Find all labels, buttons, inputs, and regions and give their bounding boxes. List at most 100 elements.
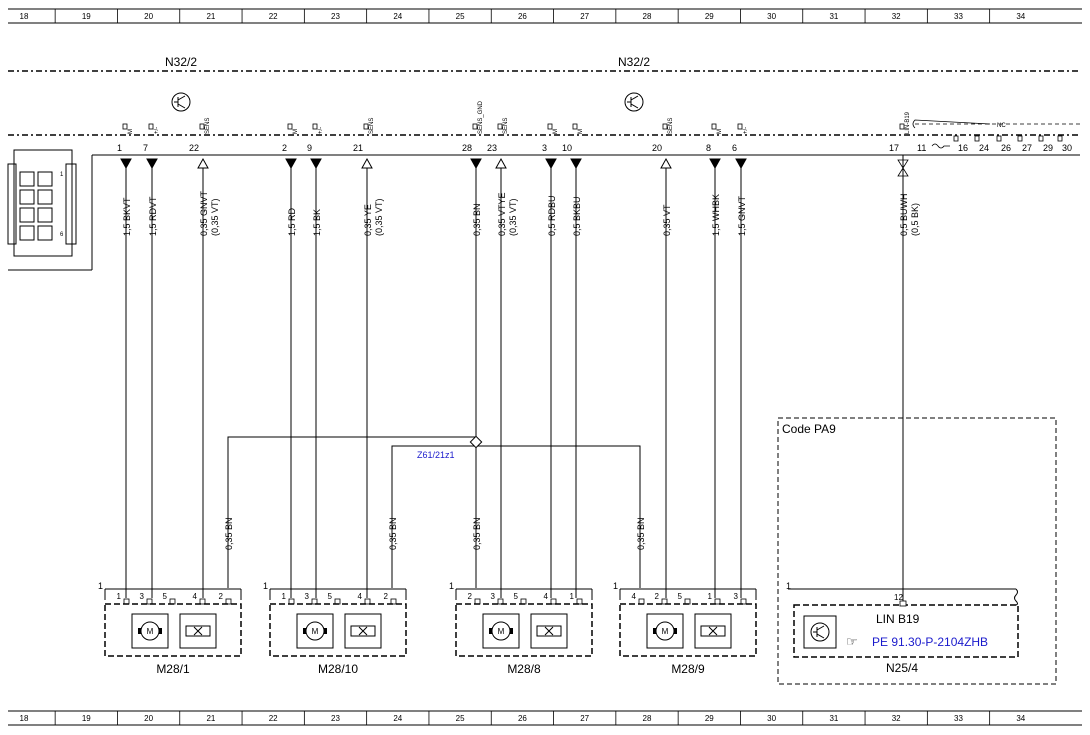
module-label-left: N32/2 — [165, 55, 197, 69]
actuator-pin: 4 — [544, 592, 549, 601]
pin-signal: +/- — [154, 127, 160, 134]
actuator-pin: 1 — [117, 592, 122, 601]
actuator-pin: 2 — [468, 592, 473, 601]
ruler-column-number: 27 — [580, 12, 589, 21]
n25-signal: LIN B19 — [876, 612, 920, 626]
actuator-connector-label: 1 — [98, 581, 103, 591]
pin-number: 21 — [353, 143, 363, 153]
nc-label: NC — [997, 123, 1006, 129]
actuator-pin: 2 — [655, 592, 660, 601]
actuator-name: M28/9 — [671, 662, 705, 676]
ruler-column-number: 24 — [393, 12, 402, 21]
nc-pin-number: 24 — [979, 143, 989, 153]
ruler-column-number: 24 — [393, 714, 402, 723]
pin-number: 8 — [706, 143, 711, 153]
wire-label: 1,5 RDVT — [148, 196, 158, 236]
nc-pin-number: 26 — [1001, 143, 1011, 153]
ruler-column-number: 30 — [767, 12, 776, 21]
code-box — [777, 417, 1057, 685]
pin-signal: SENS — [205, 118, 211, 134]
splice-wire-label: 0,35 BN — [472, 517, 482, 550]
nc-pin-number: 16 — [958, 143, 968, 153]
n25-pin-terminal — [899, 600, 907, 607]
svg-text:M: M — [312, 627, 319, 636]
pin-number: 22 — [189, 143, 199, 153]
actuator-pin: 5 — [163, 592, 168, 601]
ruler-column-number: 34 — [1016, 714, 1025, 723]
splice-wire-label: 0,35 BN — [224, 517, 234, 550]
pin-2: M21,5 RD — [282, 123, 299, 236]
ruler-column-number: 20 — [144, 12, 153, 21]
ruler-column-number: 26 — [518, 714, 527, 723]
ruler-column-number: 28 — [643, 714, 652, 723]
ruler-column-number: 29 — [705, 12, 714, 21]
nc-pin-11: 11 — [917, 143, 926, 153]
actuator-connector-label: 1 — [613, 581, 618, 591]
actuator-pin: 5 — [514, 592, 519, 601]
connector-pinout-icon — [7, 149, 77, 257]
ruler-column-number: 21 — [206, 714, 215, 723]
actuator-pin: 3 — [305, 592, 310, 601]
ruler-column-number: 25 — [456, 714, 465, 723]
ruler-column-number: 19 — [82, 12, 91, 21]
n25-connector — [788, 588, 1018, 606]
wire-label: 1,5 BK — [312, 209, 322, 236]
actuator-connector-label: 1 — [449, 581, 454, 591]
pin-signal: LIN-B19 — [905, 111, 911, 134]
wire-alt-label: (0,35 VT) — [210, 198, 220, 236]
wire-label: 0,5 BKBU — [572, 196, 582, 236]
pin-signal: +/- — [318, 127, 324, 134]
pin-9: +/-91,5 BK — [307, 123, 324, 236]
ruler-column-number: 31 — [829, 714, 838, 723]
transistor-icon — [624, 92, 644, 112]
wire-label: 1,5 BKVT — [122, 197, 132, 236]
pin-signal: SENS — [668, 118, 674, 134]
pin-signal: SENS_GND — [478, 100, 484, 134]
connector-pin-6-label: 6 — [60, 232, 64, 238]
pin-signal: M — [578, 129, 584, 134]
pin-signal: M — [293, 129, 299, 134]
ruler-column-number: 33 — [954, 714, 963, 723]
pin-number: 23 — [487, 143, 497, 153]
svg-text:M: M — [662, 627, 669, 636]
ruler-column-number: 33 — [954, 12, 963, 21]
ruler-column-number: 25 — [456, 12, 465, 21]
actuator-pin: 2 — [384, 592, 389, 601]
ruler-column-number: 30 — [767, 714, 776, 723]
pin-3: M30,5 RDBU — [542, 123, 559, 236]
pointing-hand-icon: ☞ — [846, 634, 858, 649]
splice-link[interactable]: Z61/21z1 — [417, 450, 455, 460]
splice-wire-label: 0,35 BN — [636, 517, 646, 550]
pin-signal: SENS — [503, 118, 509, 134]
nc-pin-number: 30 — [1062, 143, 1072, 153]
wire-label: 0,35 VT — [662, 204, 672, 236]
actuator-pin: 4 — [358, 592, 363, 601]
actuator-pin: 1 — [708, 592, 713, 601]
wire-alt-label: (0,35 VT) — [374, 198, 384, 236]
splice-network — [227, 435, 641, 588]
ruler-column-number: 18 — [20, 12, 29, 21]
pin-signal: SENS — [369, 118, 375, 134]
wires — [125, 168, 742, 598]
n25-reference-link[interactable]: PE 91.30-P-2104ZHB — [872, 635, 988, 649]
actuator-pin: 3 — [734, 592, 739, 601]
ruler-column-number: 20 — [144, 714, 153, 723]
actuator-pin: 5 — [328, 592, 333, 601]
n25-pin: 12 — [894, 593, 903, 602]
pin-8: M81,5 WHBK — [706, 123, 723, 236]
ruler-column-number: 22 — [269, 12, 278, 21]
nc-wave — [931, 143, 950, 149]
actuator-name: M28/10 — [318, 662, 358, 676]
pin-signal: M — [717, 129, 723, 134]
splice-wire-label: 0,35 BN — [388, 517, 398, 550]
wire-label: 0,35 BN — [472, 203, 482, 236]
